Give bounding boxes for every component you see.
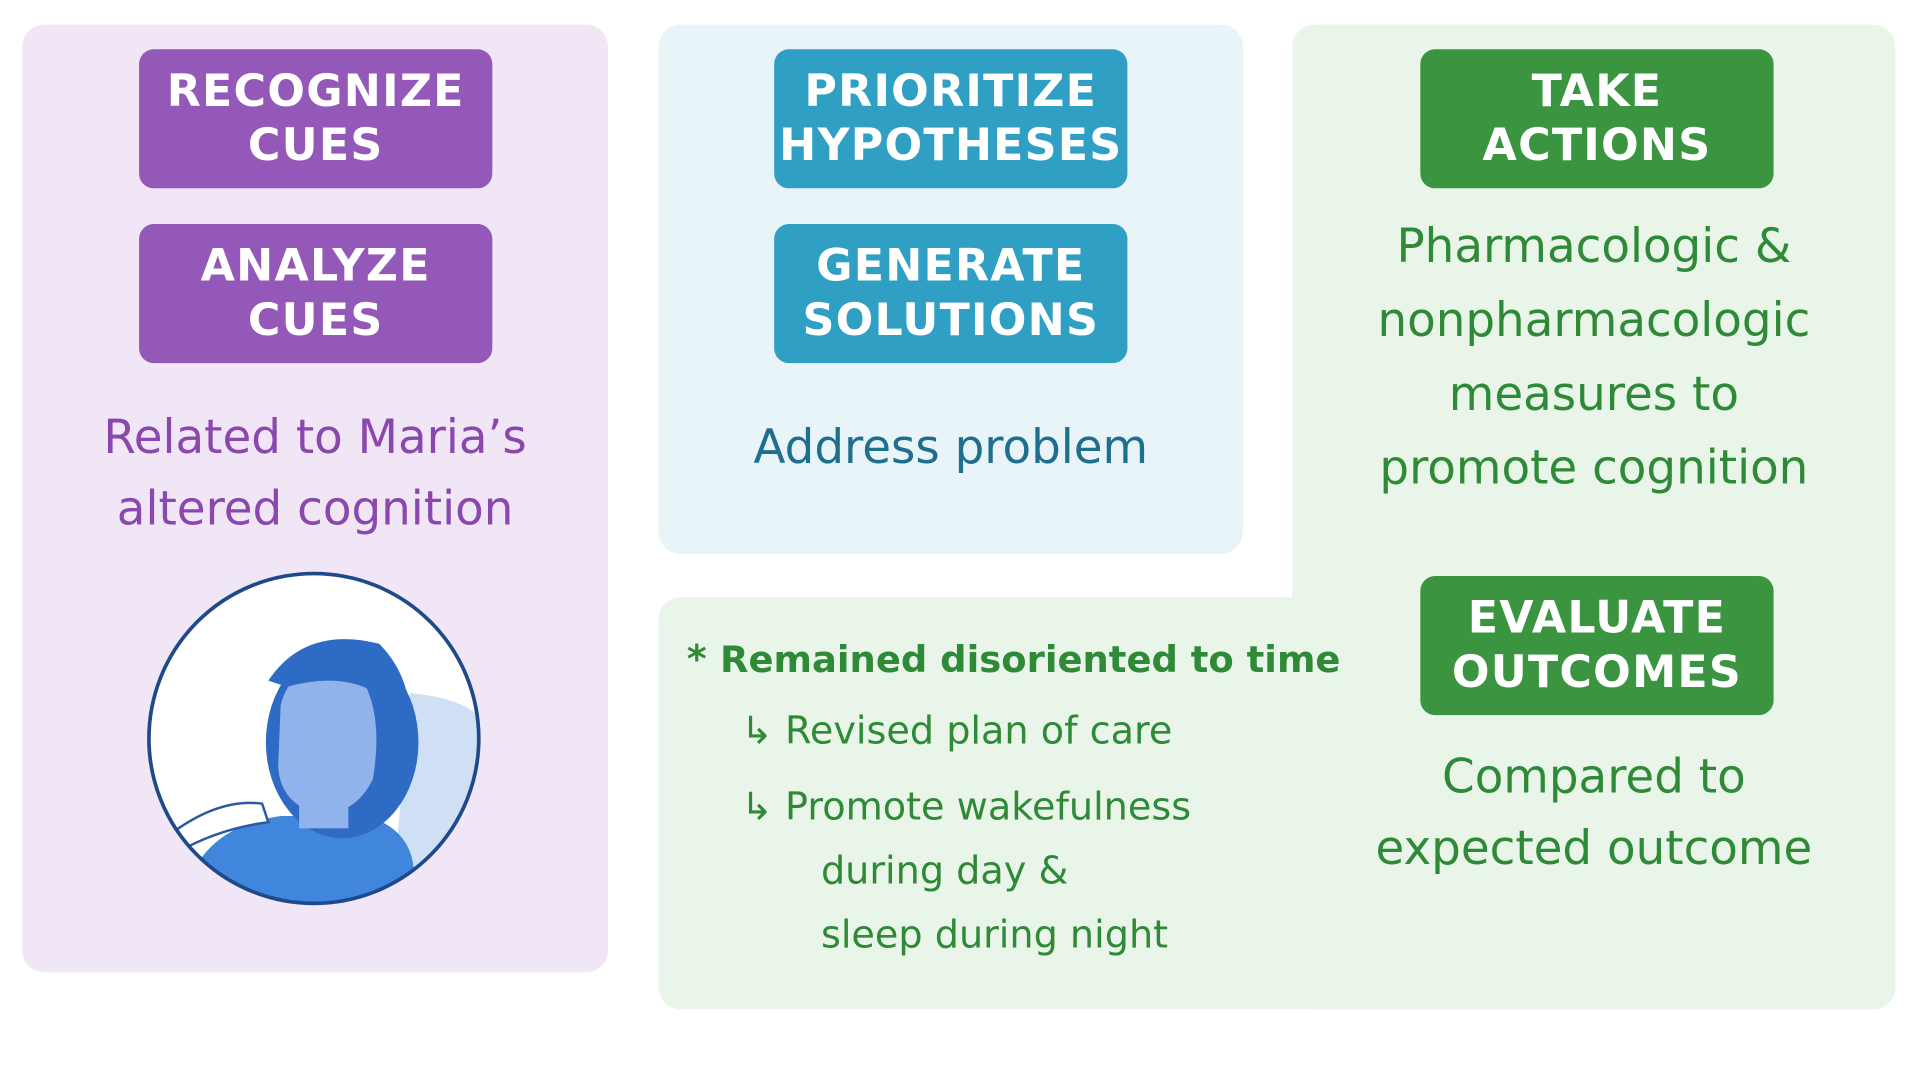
note-sub2-line1: Promote wakefulness bbox=[785, 785, 1192, 830]
generate-solutions-box: GENERATE SOLUTIONS bbox=[774, 224, 1128, 364]
recognize-line2: CUES bbox=[247, 120, 384, 171]
take-actions-box: TAKE ACTIONS bbox=[1420, 49, 1774, 189]
analyze-desc-line1: Related to Maria’s bbox=[103, 409, 527, 465]
actions-line2: nonpharmacologic bbox=[1377, 292, 1811, 348]
prioritize-hypotheses-box: PRIORITIZE HYPOTHESES bbox=[774, 49, 1128, 189]
note-sub1: ↳ Revised plan of care bbox=[741, 709, 1172, 753]
note-sub2-line3: sleep during night bbox=[820, 913, 1169, 958]
arrow-icon: ↳ bbox=[740, 785, 773, 830]
evaluate-desc-line1: Compared to bbox=[1442, 749, 1746, 804]
note-sub2-line2: during day & bbox=[820, 849, 1069, 894]
actions-line3: measures to bbox=[1448, 366, 1739, 421]
prioritize-line2: HYPOTHESES bbox=[779, 120, 1123, 171]
evaluate-line1: EVALUATE bbox=[1467, 592, 1727, 644]
generate-description: Address problem bbox=[753, 419, 1149, 474]
analyze-line2: CUES bbox=[247, 294, 384, 346]
analyze-desc-line2: altered cognition bbox=[116, 481, 514, 536]
generate-line2: SOLUTIONS bbox=[802, 294, 1100, 346]
analyze-cues-box: ANALYZE CUES bbox=[139, 224, 493, 364]
evaluate-outcomes-box: EVALUATE OUTCOMES bbox=[1420, 576, 1774, 716]
analyze-line1: ANALYZE bbox=[200, 240, 431, 292]
prioritize-line1: PRIORITIZE bbox=[804, 65, 1098, 117]
patient-maria-icon bbox=[147, 571, 481, 906]
actions-description: Pharmacologic & nonpharmacologic measure… bbox=[1292, 209, 1895, 504]
take-line2: ACTIONS bbox=[1482, 120, 1712, 171]
evaluate-description: Compared to expected outcome bbox=[1342, 741, 1847, 884]
actions-line4: promote cognition bbox=[1379, 440, 1809, 495]
recognize-line1: RECOGNIZE bbox=[166, 65, 465, 117]
note-main-text: Remained disoriented to time bbox=[720, 638, 1341, 682]
analyze-description: Related to Maria’s altered cognition bbox=[22, 401, 608, 544]
note-main: * Remained disoriented to time bbox=[687, 638, 1341, 682]
generate-line1: GENERATE bbox=[816, 240, 1086, 292]
arrow-icon: ↳ bbox=[740, 708, 773, 754]
note-sub2: ↳ Promote wakefulness bbox=[741, 785, 1191, 829]
evaluate-line2: OUTCOMES bbox=[1451, 646, 1743, 698]
asterisk-icon: * bbox=[686, 637, 707, 682]
actions-line1: Pharmacologic & bbox=[1396, 219, 1792, 274]
note-sub1-text: Revised plan of care bbox=[785, 708, 1173, 754]
evaluate-desc-line2: expected outcome bbox=[1375, 820, 1813, 876]
take-line1: TAKE bbox=[1531, 65, 1663, 117]
recognize-cues-box: RECOGNIZE CUES bbox=[139, 49, 493, 189]
